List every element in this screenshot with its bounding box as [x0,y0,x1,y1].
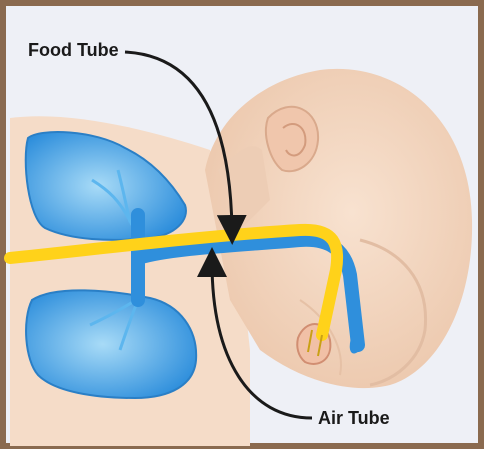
ear [266,107,318,171]
food-tube-label: Food Tube [28,40,119,60]
air-tube-label: Air Tube [318,408,390,428]
lower-lung [26,290,196,398]
